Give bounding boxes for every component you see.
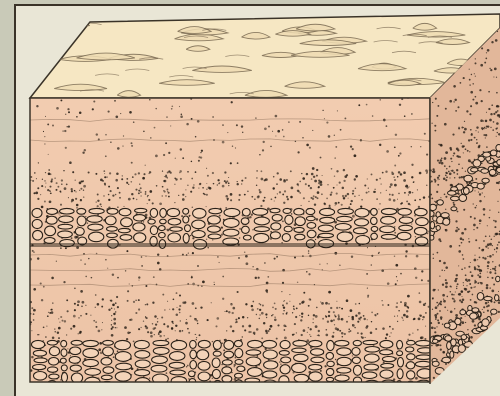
scene	[0, 0, 500, 396]
sediment-block-illustration	[0, 0, 500, 396]
